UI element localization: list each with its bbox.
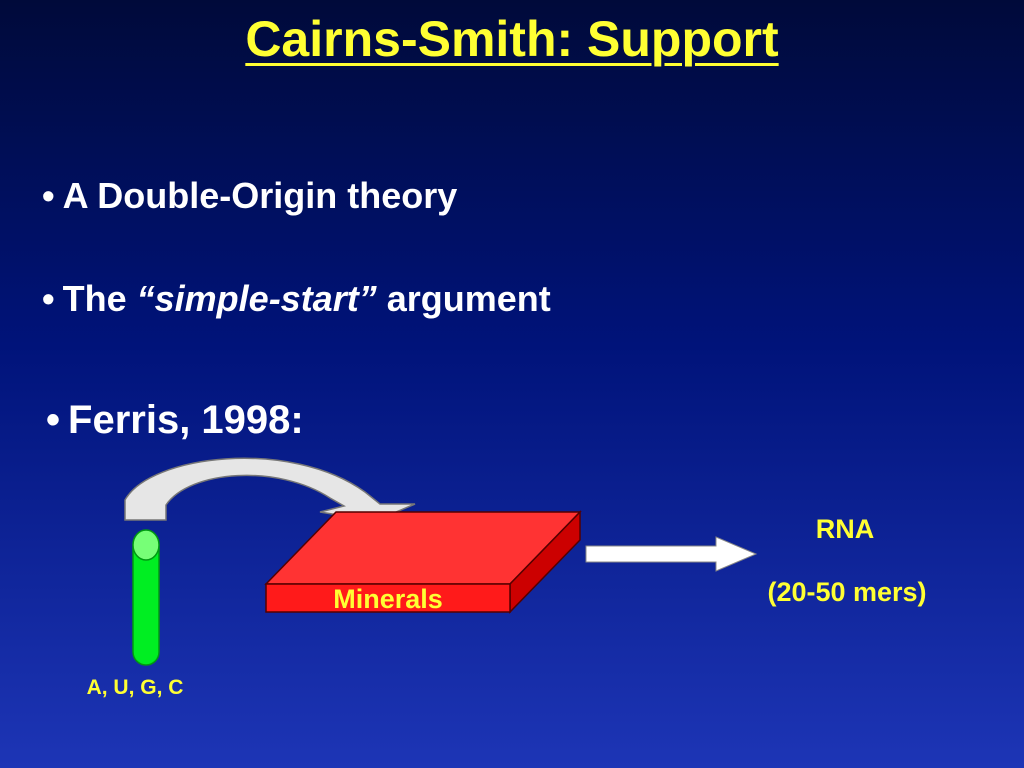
nucleotides-label: A, U, G, C <box>86 676 184 699</box>
bullet-ferris: •Ferris, 1998: <box>46 398 304 443</box>
bullet-marker: • <box>46 398 61 442</box>
slide-title: Cairns-Smith: Support <box>245 11 779 67</box>
curved-arrow-icon <box>124 457 416 522</box>
bullet-simple-start: •The “simple-start” argument <box>42 278 551 320</box>
bullet-marker: • <box>42 278 55 319</box>
bullet-marker: • <box>42 175 55 216</box>
rna-label: RNA <box>815 514 875 544</box>
rna-length-label: (20-50 mers) <box>767 577 927 607</box>
bullet-emphasis: “simple-start” <box>136 278 377 319</box>
bullet-text: A Double-Origin theory <box>62 175 458 216</box>
mineral-slab-icon <box>264 510 582 614</box>
bullet-double-origin: •A Double-Origin theory <box>42 175 457 217</box>
bullet-suffix: argument <box>386 278 551 319</box>
test-tube-icon <box>132 529 160 666</box>
right-arrow-icon <box>585 536 758 572</box>
bullet-text: Ferris, 1998: <box>68 398 304 442</box>
bullet-prefix: The <box>62 278 127 319</box>
minerals-label: Minerals <box>333 584 443 614</box>
